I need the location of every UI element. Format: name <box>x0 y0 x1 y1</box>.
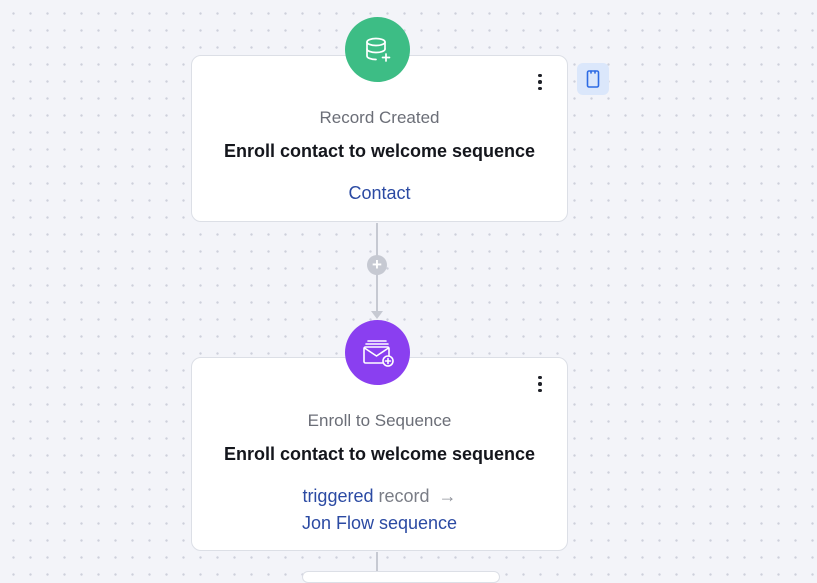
trigger-source-link[interactable]: triggered <box>302 486 374 506</box>
node-kind-label: Enroll to Sequence <box>307 411 452 430</box>
dot-icon <box>538 80 542 84</box>
dot-icon <box>538 388 542 393</box>
action-node-card[interactable]: Enroll to Sequence Enroll contact to wel… <box>191 357 568 551</box>
dot-icon <box>538 382 542 386</box>
database-plus-icon <box>345 17 410 82</box>
trigger-field-label: record <box>378 486 430 506</box>
mail-stack-plus-icon <box>345 320 410 385</box>
node-menu-button[interactable] <box>532 374 548 394</box>
object-link[interactable]: Contact <box>348 183 411 203</box>
dot-icon <box>538 375 542 380</box>
dot-icon <box>538 73 542 78</box>
sequence-link[interactable]: Jon Flow sequence <box>301 513 458 533</box>
side-note-button[interactable] <box>577 63 609 95</box>
trigger-mapping: triggered record → <box>192 486 567 507</box>
node-menu-button[interactable] <box>532 72 548 92</box>
connector-arrow-icon <box>371 311 383 319</box>
node-title: Enroll contact to welcome sequence <box>223 444 536 464</box>
trigger-node-card[interactable]: Record Created Enroll contact to welcome… <box>191 55 568 222</box>
node-kind-label: Record Created <box>319 108 440 127</box>
node-title: Enroll contact to welcome sequence <box>223 141 536 161</box>
dot-icon <box>538 86 542 91</box>
add-step-button[interactable]: + <box>367 255 387 275</box>
arrow-right-icon: → <box>438 486 457 506</box>
connector-line-bottom <box>376 552 378 573</box>
